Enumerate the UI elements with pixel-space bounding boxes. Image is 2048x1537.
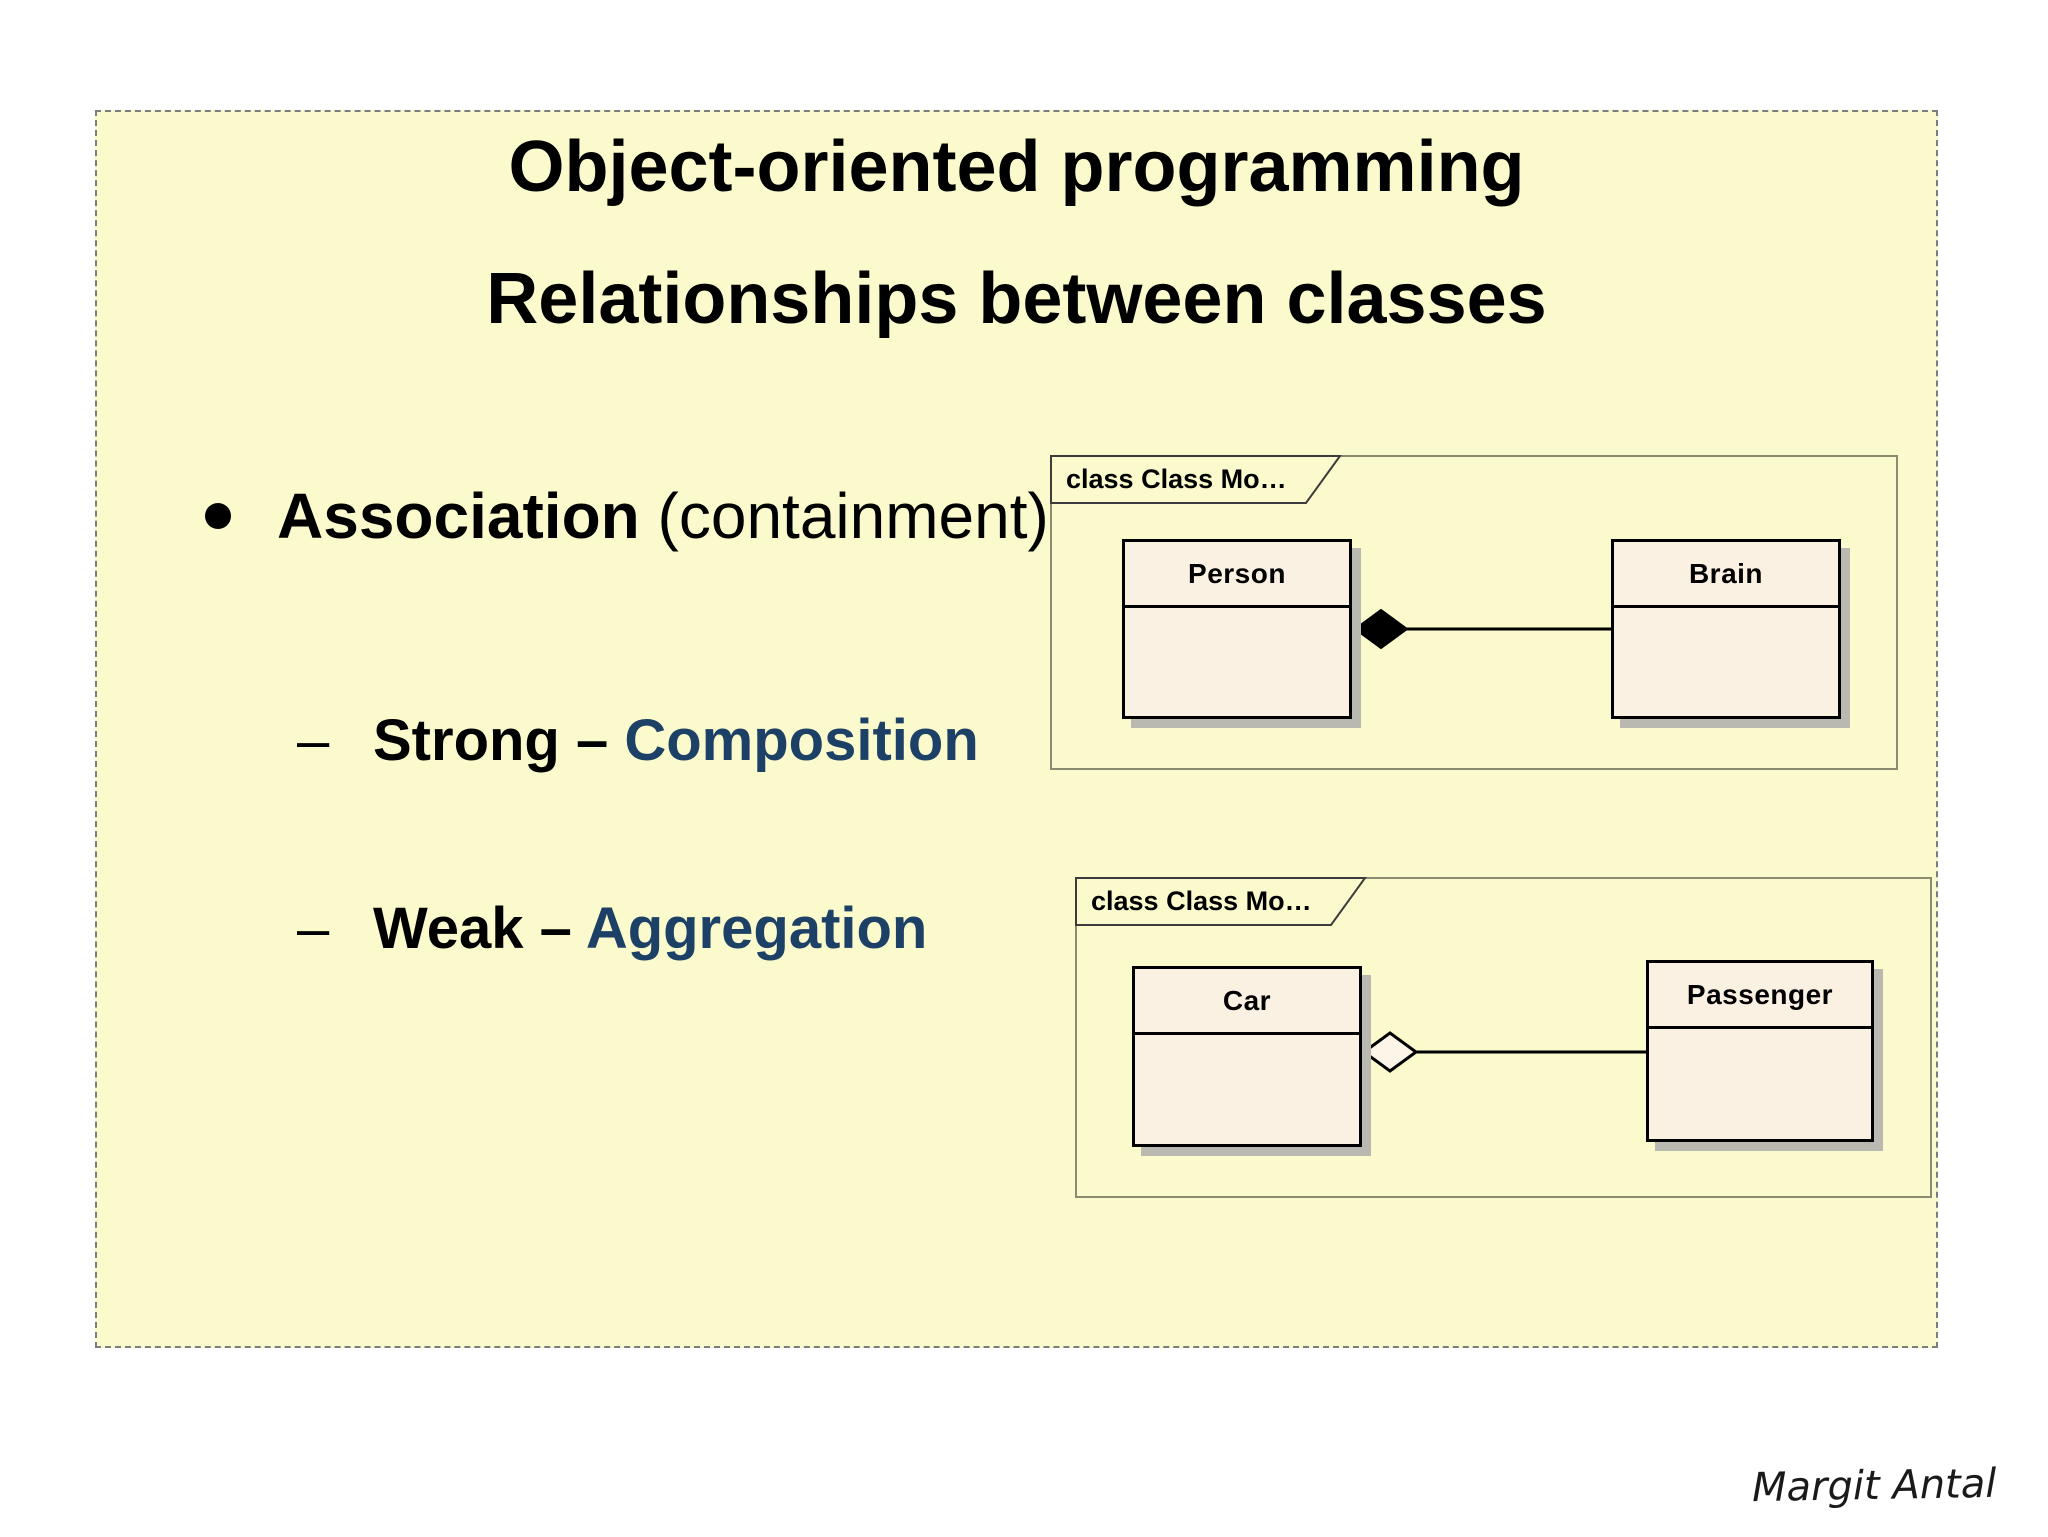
sub-bullet-separator: – xyxy=(523,896,586,961)
bullet-association-term: Association xyxy=(277,480,640,552)
sub-bullet-term: Strong xyxy=(373,708,560,773)
uml-frame-tab: class Class Mo… xyxy=(1050,455,1342,505)
frame-tab-shape-icon xyxy=(1075,877,1367,926)
uml-class-car: Car xyxy=(1132,966,1362,1147)
uml-class-passenger-name: Passenger xyxy=(1649,963,1871,1029)
frame-tab-shape-icon xyxy=(1050,455,1342,504)
sub-bullet-term: Weak xyxy=(373,896,524,961)
bullet-association: Association (containment) xyxy=(205,484,1049,548)
frame-tab-label: class Class Mo… xyxy=(1066,464,1287,494)
bullet-association-rest: (containment) xyxy=(639,480,1049,552)
uml-frame-tab: class Class Mo… xyxy=(1075,877,1367,927)
filled-diamond-icon xyxy=(1353,608,1409,650)
uml-class-brain-name: Brain xyxy=(1614,542,1838,608)
uml-class-passenger: Passenger xyxy=(1646,960,1874,1142)
uml-class-brain: Brain xyxy=(1611,539,1841,719)
uml-frame-aggregation: class Class Mo… Car Passenger xyxy=(1075,877,1932,1198)
uml-frame-composition: class Class Mo… Person Brain xyxy=(1050,455,1898,770)
dash-marker: – xyxy=(297,708,330,773)
sub-bullet-highlight: Aggregation xyxy=(585,896,928,961)
hollow-diamond-icon xyxy=(1361,1031,1419,1073)
author-signature: Margit Antal xyxy=(1751,1460,1997,1512)
frame-tab-label: class Class Mo… xyxy=(1091,886,1312,916)
uml-class-car-name: Car xyxy=(1135,969,1359,1035)
uml-class-person: Person xyxy=(1122,539,1352,719)
slide-title-line1: Object-oriented programming xyxy=(508,127,1525,207)
sub-bullet-highlight: Composition xyxy=(624,708,979,773)
sub-bullet-weak-aggregation: –Weak – Aggregation xyxy=(297,900,927,958)
slide-title-line2: Relationships between classes xyxy=(486,259,1547,339)
slide: Object-oriented programming Relationship… xyxy=(95,110,1938,1348)
bullet-association-text: Association (containment) xyxy=(277,484,1049,548)
dash-marker: – xyxy=(297,896,330,961)
sub-bullet-separator: – xyxy=(559,708,625,773)
sub-bullet-strong-composition: –Strong – Composition xyxy=(297,712,979,770)
bullet-dot-icon xyxy=(205,503,231,529)
uml-class-person-name: Person xyxy=(1125,542,1349,608)
